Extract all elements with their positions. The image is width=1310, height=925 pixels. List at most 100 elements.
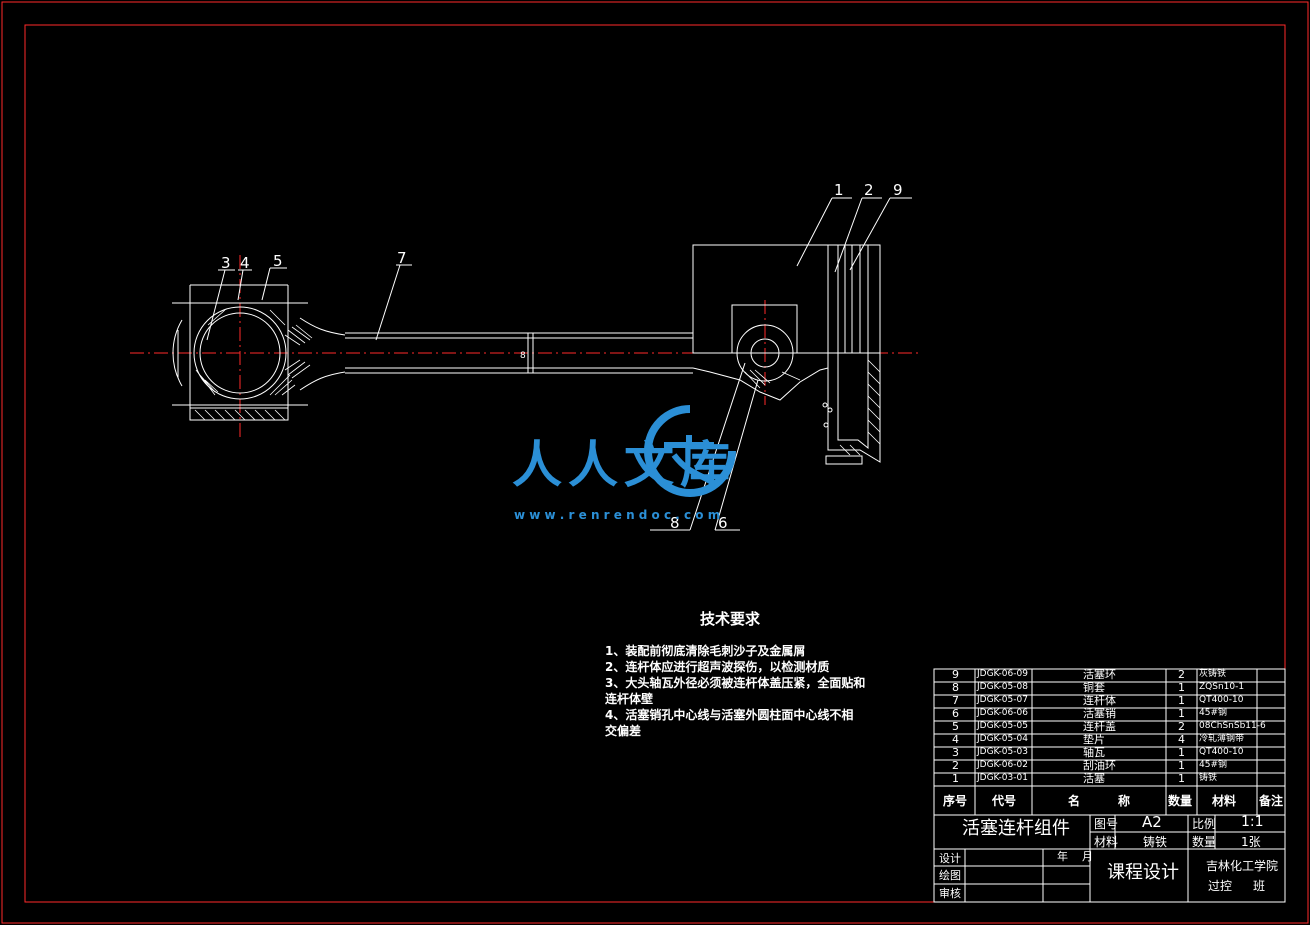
center-lines bbox=[130, 255, 920, 440]
bom-cell-no: 5 bbox=[952, 720, 959, 733]
bom-header-note: 备注 bbox=[1259, 794, 1284, 808]
big-end-hatch bbox=[194, 309, 313, 421]
balloon-4: 4 bbox=[240, 254, 250, 272]
bom-cell-name: 活塞销 bbox=[1083, 707, 1116, 720]
bom-cell-mat: 08ChSnSb11-6 bbox=[1199, 721, 1266, 731]
bom-cell-name: 活塞环 bbox=[1083, 668, 1116, 681]
bom-cell-name: 垫片 bbox=[1083, 733, 1105, 746]
drawing-no-label: 图号 bbox=[1094, 817, 1119, 831]
tech-line: 3、大头轴瓦外径必须被连杆体盖压紧，全面贴和 bbox=[605, 676, 866, 690]
draw-label: 绘图 bbox=[939, 869, 961, 882]
bom-cell-name: 连杆盖 bbox=[1083, 720, 1116, 733]
bom-header-qty: 数量 bbox=[1168, 794, 1193, 808]
material-label: 材料 bbox=[1094, 835, 1119, 849]
bom-header-mat: 材料 bbox=[1212, 794, 1237, 808]
tech-requirements: 1、装配前彻底清除毛刺沙子及金属屑 2、连杆体应进行超声波探伤，以检测材质 3、大头… bbox=[605, 643, 865, 739]
bom-table-grid bbox=[933, 668, 1286, 903]
bom-cell-qty: 1 bbox=[1178, 746, 1185, 759]
balloon-1: 1 bbox=[834, 181, 844, 199]
bom-cell-mat: ZQSn10-1 bbox=[1199, 682, 1245, 692]
leader-lines bbox=[206, 197, 912, 531]
class-label-2: 班 bbox=[1253, 879, 1266, 893]
balloon-3: 3 bbox=[221, 254, 231, 272]
tech-title: 技术要求 bbox=[700, 610, 761, 628]
bom-cell-no: 9 bbox=[952, 668, 959, 681]
bom-cell-code: JDGK-06-06 bbox=[977, 708, 1028, 718]
bom-cell-qty: 1 bbox=[1178, 694, 1185, 707]
tech-line: 1、装配前彻底清除毛刺沙子及金属屑 bbox=[605, 644, 806, 658]
bom-cell-qty: 4 bbox=[1178, 733, 1185, 746]
design-label: 设计 bbox=[939, 852, 961, 865]
bom-cell-qty: 1 bbox=[1178, 681, 1185, 694]
bom-cell-mat: QT400-10 bbox=[1199, 747, 1244, 757]
bom-cell-qty: 2 bbox=[1178, 668, 1185, 681]
bom-cell-mat: 灰铸铁 bbox=[1199, 669, 1227, 679]
bom-cell-code: JDGK-03-01 bbox=[977, 773, 1028, 783]
bom-cell-name: 刮油环 bbox=[1083, 759, 1116, 772]
bom-cell-no: 6 bbox=[952, 707, 959, 720]
bom-cell-code: JDGK-05-05 bbox=[977, 721, 1028, 731]
bom-cell-mat: QT400-10 bbox=[1199, 695, 1244, 705]
tech-line: 交偏差 bbox=[605, 724, 642, 738]
tech-line: 2、连杆体应进行超声波探伤，以检测材质 bbox=[605, 660, 830, 674]
rod-shank bbox=[345, 332, 693, 374]
part-name: 活塞连杆组件 bbox=[962, 818, 1070, 839]
bom-cell-no: 8 bbox=[952, 681, 959, 694]
balloon-labels: 1 2 9 3 4 5 7 8 6 8 bbox=[221, 181, 903, 532]
drawing-no: A2 bbox=[1142, 813, 1162, 831]
bom-cell-name: 铜套 bbox=[1083, 681, 1105, 694]
dimension-label: 8 bbox=[520, 351, 526, 361]
scale-label: 比例 bbox=[1192, 817, 1217, 831]
tech-line: 连杆体壁 bbox=[605, 692, 654, 706]
balloon-5: 5 bbox=[273, 252, 283, 270]
balloon-9: 9 bbox=[893, 181, 903, 199]
bom-cell-code: JDGK-05-08 bbox=[977, 682, 1028, 692]
bom-cell-name: 轴瓦 bbox=[1083, 746, 1105, 759]
watermark-logo-icon bbox=[644, 405, 736, 497]
school-label: 吉林化工学院 bbox=[1206, 859, 1279, 873]
bom-cell-no: 3 bbox=[952, 746, 959, 759]
bom-cell-no: 2 bbox=[952, 759, 959, 772]
bom-cell-mat: 45#钢 bbox=[1199, 708, 1227, 718]
bom-cell-code: JDGK-05-04 bbox=[977, 734, 1028, 744]
bom-cell-code: JDGK-06-09 bbox=[977, 669, 1028, 679]
bom-cell-mat: 45#钢 bbox=[1199, 760, 1227, 770]
bom-cell-code: JDGK-06-02 bbox=[977, 760, 1028, 770]
bom-cell-name: 活塞 bbox=[1083, 772, 1105, 785]
tech-line: 4、活塞销孔中心线与活塞外圆柱面中心线不相 bbox=[605, 708, 854, 722]
balloon-6: 6 bbox=[718, 514, 728, 532]
year-label: 年 bbox=[1057, 850, 1068, 863]
bom-header-code: 代号 bbox=[992, 794, 1017, 808]
watermark-text: 人人文库 bbox=[512, 436, 736, 494]
bom-cell-qty: 1 bbox=[1178, 707, 1185, 720]
bom-cell-name: 连杆体 bbox=[1083, 694, 1116, 707]
class-label-1: 过控 bbox=[1208, 879, 1233, 893]
bom-cell-qty: 2 bbox=[1178, 720, 1185, 733]
bom-cell-qty: 1 bbox=[1178, 759, 1185, 772]
bom-cell-mat: 铸铁 bbox=[1199, 773, 1218, 783]
bom-cell-no: 7 bbox=[952, 694, 959, 707]
bom-cell-code: JDGK-05-07 bbox=[977, 695, 1028, 705]
balloon-2: 2 bbox=[864, 181, 874, 199]
bom-cell-no: 4 bbox=[952, 733, 959, 746]
bom-header-name2: 称 bbox=[1118, 794, 1131, 808]
material-value: 铸铁 bbox=[1143, 835, 1168, 849]
qty-value: 1张 bbox=[1241, 835, 1261, 849]
scale-value: 1:1 bbox=[1241, 814, 1264, 830]
piston-assembly bbox=[692, 244, 881, 465]
month-label: 月 bbox=[1082, 850, 1093, 863]
balloon-8: 8 bbox=[670, 514, 680, 532]
bom-cell-no: 1 bbox=[952, 772, 959, 785]
watermark-url: w w w . r e n r e n d o c . c o m bbox=[514, 508, 721, 522]
piston-hatch bbox=[744, 359, 881, 456]
bom-cell-qty: 1 bbox=[1178, 772, 1185, 785]
course-label: 课程设计 bbox=[1107, 862, 1179, 883]
bom-cell-code: JDGK-05-03 bbox=[977, 747, 1028, 757]
bom-header-name1: 名 bbox=[1068, 794, 1081, 808]
review-label: 审核 bbox=[939, 887, 961, 900]
qty-label: 数量 bbox=[1192, 835, 1217, 849]
big-end-assembly bbox=[172, 284, 346, 421]
balloon-7: 7 bbox=[397, 249, 407, 267]
